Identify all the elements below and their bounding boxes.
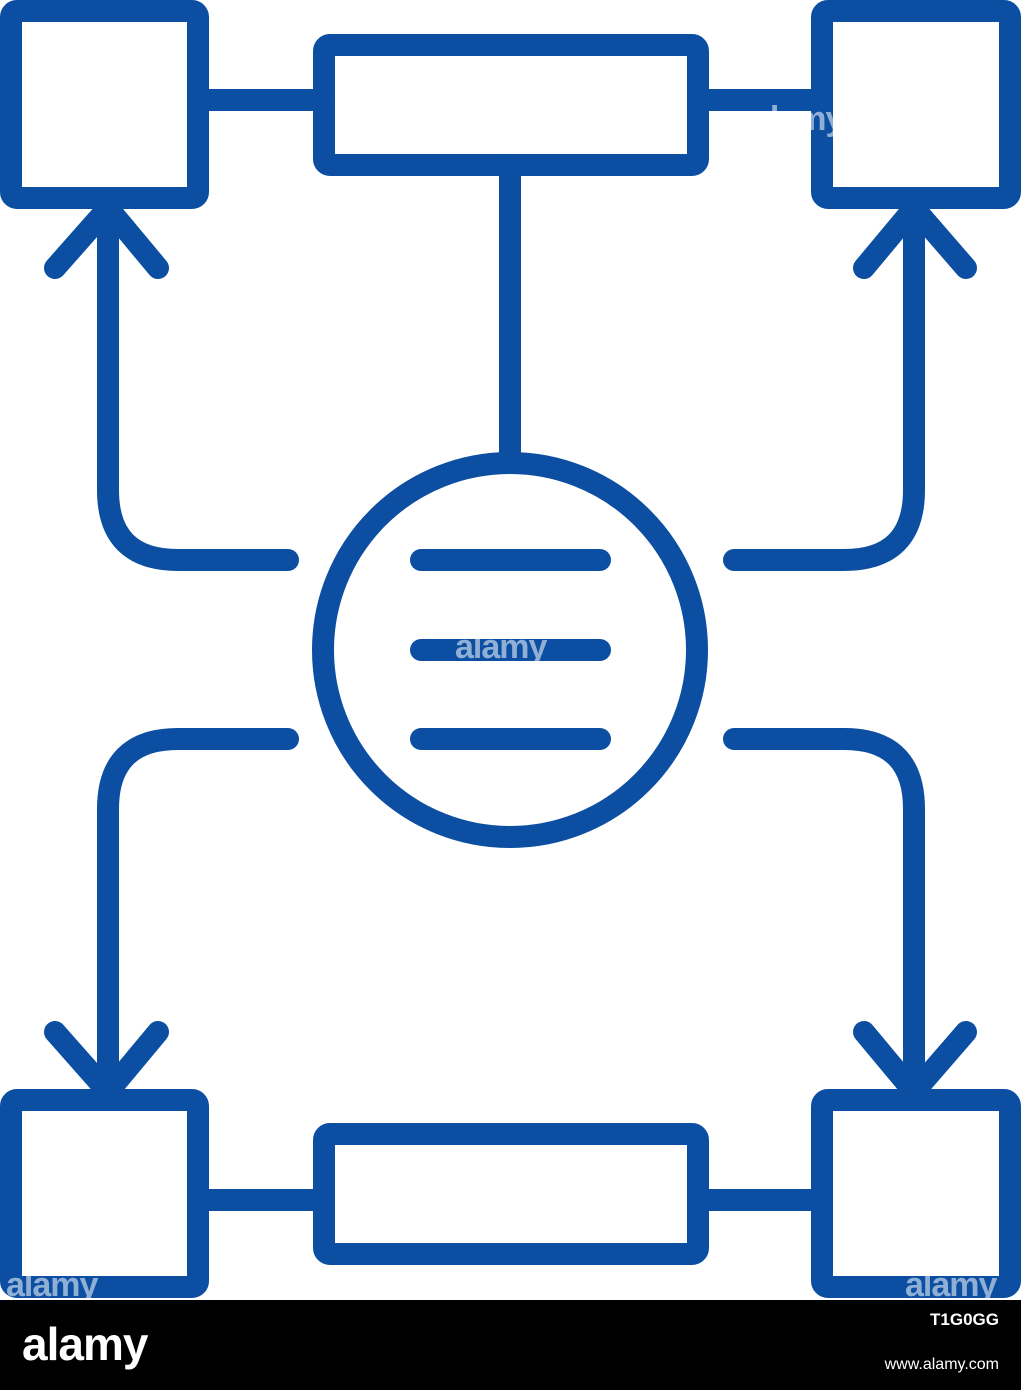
upper-left-arrowhead	[44, 197, 169, 279]
lower-right-arrow-path	[723, 728, 925, 1096]
center-circle	[312, 452, 708, 848]
upper-right-arrow-path	[723, 204, 925, 571]
top-center-bar	[313, 34, 709, 176]
bottom-left-box	[0, 1089, 209, 1298]
lower-left-arrow-path	[97, 728, 299, 1096]
footer-bar: alamy T1G0GG www.alamy.com	[0, 1300, 1021, 1390]
upper-left-arrow-path	[97, 204, 299, 571]
top-left-box	[0, 0, 209, 209]
bottom-center-bar	[313, 1123, 709, 1265]
bottom-right-box	[811, 1089, 1021, 1298]
flowchart-icon	[0, 0, 1021, 1300]
brand-logo: alamy	[22, 1318, 148, 1370]
top-right-box	[811, 0, 1021, 209]
upper-right-arrowhead	[853, 197, 977, 279]
site-url-label: www.alamy.com	[884, 1356, 999, 1373]
image-id-label: T1G0GG	[930, 1310, 999, 1329]
